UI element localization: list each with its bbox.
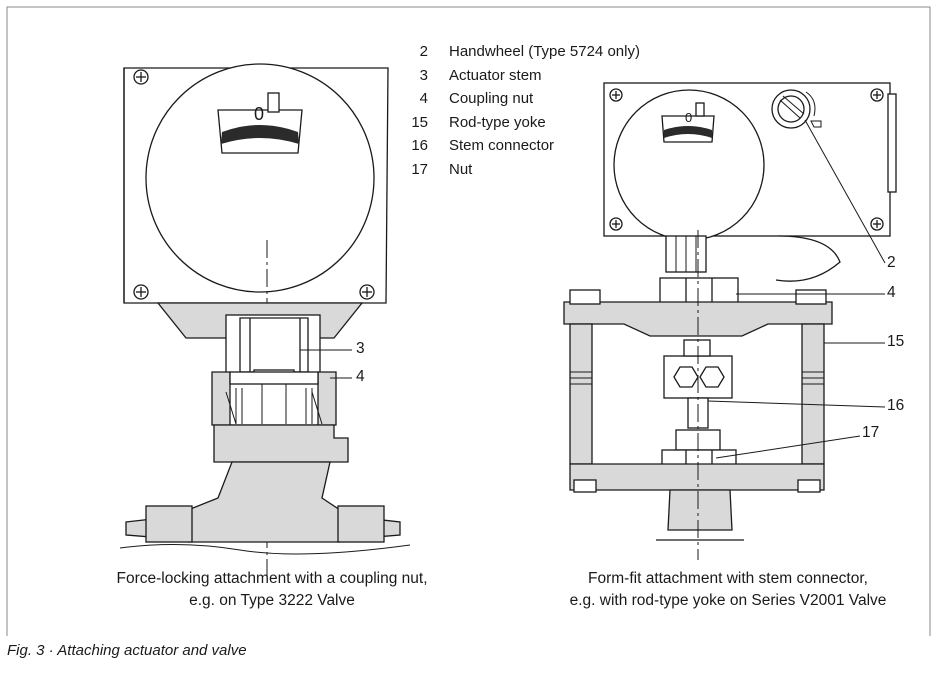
left-callout-stem: 3 <box>356 340 365 357</box>
left-callout-nut: 4 <box>356 368 365 385</box>
right-view-caption: Form-fit attachment with stem connector,… <box>569 570 887 609</box>
right-callout-lower-nut: 17 <box>862 424 880 441</box>
left-callout-leaders <box>300 349 352 379</box>
left-actuator-drawing <box>119 63 411 580</box>
figure-border <box>6 6 931 636</box>
left-view-caption: Force-locking attachment with a coupling… <box>116 570 428 609</box>
figure-caption: Fig. 3 · Attaching actuator and valve <box>7 642 247 659</box>
right-callout-connector: 16 <box>887 397 905 414</box>
right-callout-nut: 4 <box>887 284 896 301</box>
housing-screws-right <box>609 88 884 231</box>
dial-zero-left: 0 <box>254 104 265 124</box>
cover-circle-left <box>145 63 375 293</box>
dial-zero-right: 0 <box>685 110 693 125</box>
housing-screws-left <box>133 69 375 300</box>
right-callout-handwheel: 2 <box>887 254 896 271</box>
right-actuator-drawing <box>563 82 897 560</box>
right-callout-yoke: 15 <box>887 333 905 350</box>
right-callout-leaders <box>707 119 886 459</box>
